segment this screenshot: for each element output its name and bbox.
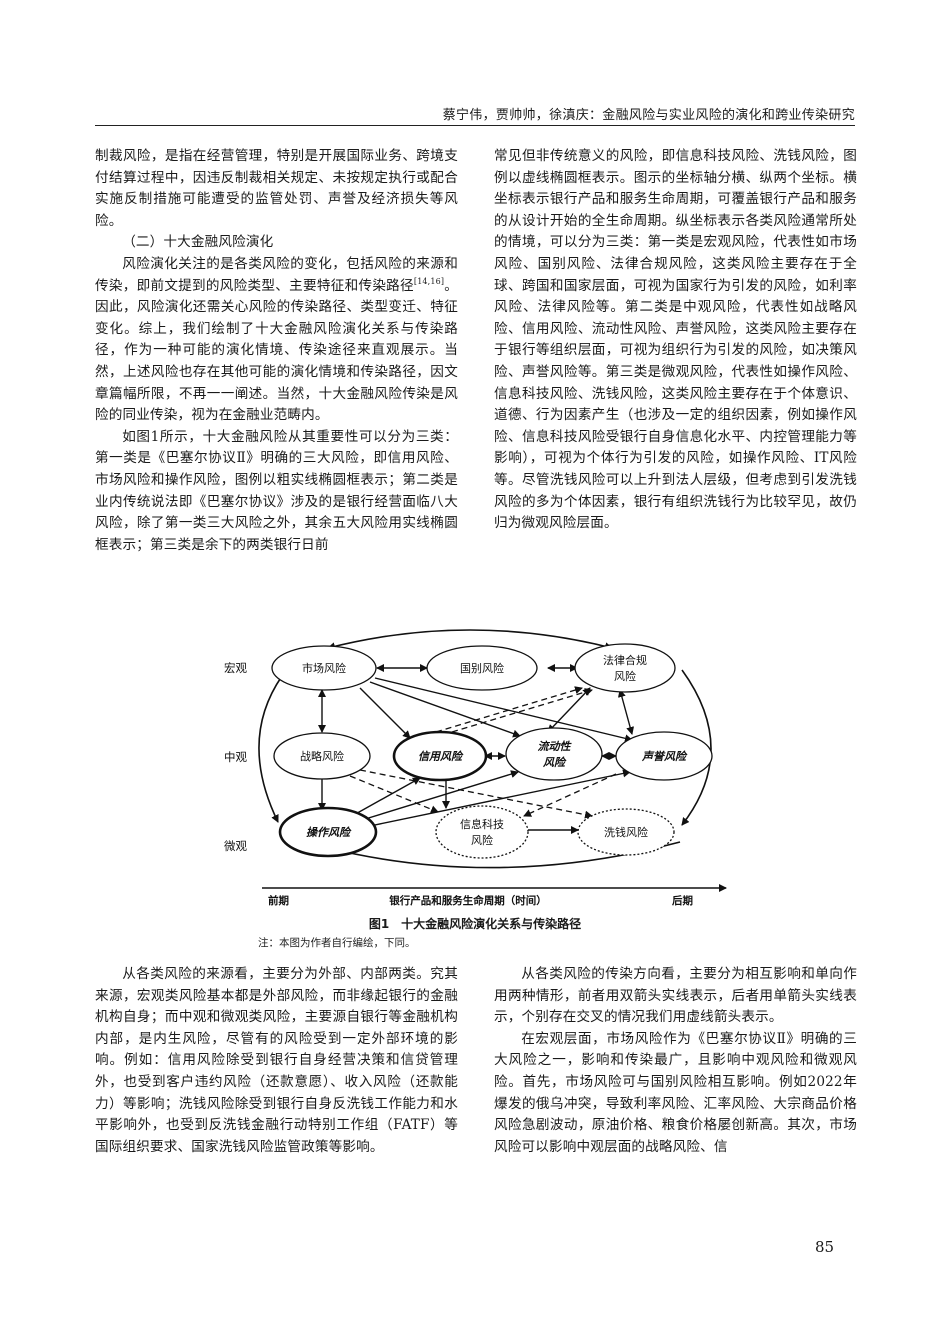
edge-dashed [435,686,583,733]
level-label-macro: 宏观 [224,661,247,675]
node-legal-compliance-risk [574,643,676,693]
page-number: 85 [815,1238,835,1256]
figure-caption: 图1 十大金融风险演化关系与传染路径 [368,917,582,931]
paragraph: 常见但非传统意义的风险，即信息科技风险、洗钱风险，图例以虚线椭圆框表示。图示的坐… [494,148,857,532]
node-strategy-risk [273,732,371,780]
edge [547,687,591,733]
edge [361,770,519,821]
node-label: 法律合规 [603,653,647,667]
level-label-meso: 中观 [224,750,247,764]
node-label: 国别风险 [460,661,504,675]
paragraph: 从各类风险的传染方向看，主要分为相互影响和单向作用两种情形，前者用双箭头实线表示… [494,966,857,1026]
text-column-top-right: 常见但非传统意义的风险，即信息科技风险、洗钱风险，图例以虚线椭圆框表示。图示的坐… [494,146,857,535]
node-label: 流动性 [538,740,573,753]
reference-marker: [14,16] [413,276,445,286]
axis-start-label: 前期 [268,894,289,907]
node-label: 风险 [614,669,636,683]
arc-right [681,669,712,826]
paragraph-text: 风险演化关注的是各类风险的变化，包括风险的来源和传染，即前文提到的风险类型、主要… [95,255,458,294]
node-label: 声誉风险 [641,750,688,763]
text-column-bottom-right: 从各类风险的传染方向看，主要分为相互影响和单向作用两种情形，前者用双箭头实线表示… [494,964,857,1158]
edge [351,777,421,817]
node-credit-risk [392,730,488,782]
level-label-micro: 微观 [224,839,247,853]
axis-label: 银行产品和服务生命周期（时间） [389,894,547,907]
paragraph-text: 。因此，风险演化还需关心风险的传染路径、类型变迁、特征变化。综上，我们绘制了十大… [95,277,458,424]
text-column-bottom-left: 从各类风险的来源看，主要分为外部、内部两类。究其来源，宏观类风险基本都是外部风险… [95,964,458,1158]
arc-left [258,675,283,823]
node-label: 风险 [542,756,567,769]
edge [617,689,635,735]
edge-dashed [349,775,439,814]
paragraph: 制裁风险，是指在经营管理，特别是开展国际业务、跨境支付结算过程中，因违反制裁相关… [95,148,458,229]
node-liquidity-risk [505,727,603,781]
paragraph: 从各类风险的来源看，主要分为外部、内部两类。究其来源，宏观类风险基本都是外部风险… [95,966,458,1155]
axis-end-label: 后期 [672,894,693,907]
node-label: 操作风险 [306,826,352,839]
node-label: 市场风险 [302,661,346,675]
node-country-risk [426,645,538,691]
node-label: 战略风险 [300,749,344,763]
paragraph: 风险演化关注的是各类风险的变化，包括风险的来源和传染，即前文提到的风险类型、主要… [95,254,458,427]
section-heading: （二）十大金融风险演化 [122,234,274,251]
text-column-top-left: 制裁风险，是指在经营管理，特别是开展国际业务、跨境支付结算过程中，因违反制裁相关… [95,146,458,556]
paragraph: 在宏观层面，市场风险作为《巴塞尔协议Ⅱ》明确的三大风险之一，影响和传染最广，且影… [494,1030,857,1155]
figure-note: 注：本图为作者自行编绘，下同。 [258,937,416,949]
edge [369,769,631,827]
figure-risk-evolution-diagram: 宏观 中观 微观 市场风险 国别风险 法律合规 风险 战略风险 信用风险 流动性… [220,620,740,910]
diagram-canvas: 宏观 中观 微观 市场风险 国别风险 法律合规 风险 战略风险 信用风险 流动性… [224,629,727,907]
running-header: 蔡宁伟，贾帅帅，徐滇庆：金融风险与实业风险的演化和跨业传染研究 [442,108,855,123]
paragraph: 如图1所示，十大金融风险从其重要性可以分为三类：第一类是《巴塞尔协议Ⅱ》明确的三… [95,428,458,553]
node-label: 风险 [471,833,493,847]
edge [369,681,521,738]
edge [359,687,411,739]
node-operational-risk [278,806,378,858]
node-reputation-risk [615,731,713,781]
node-label: 信用风险 [418,750,464,763]
edge-dashed [451,688,593,733]
edge-dashed [523,773,617,817]
node-aml-risk [577,808,675,856]
node-it-risk [435,805,529,859]
node-label: 信息科技 [460,817,504,831]
node-label: 洗钱风险 [604,825,648,839]
arc-top [327,629,613,651]
header-rule [95,125,855,126]
node-market-risk [271,645,377,691]
